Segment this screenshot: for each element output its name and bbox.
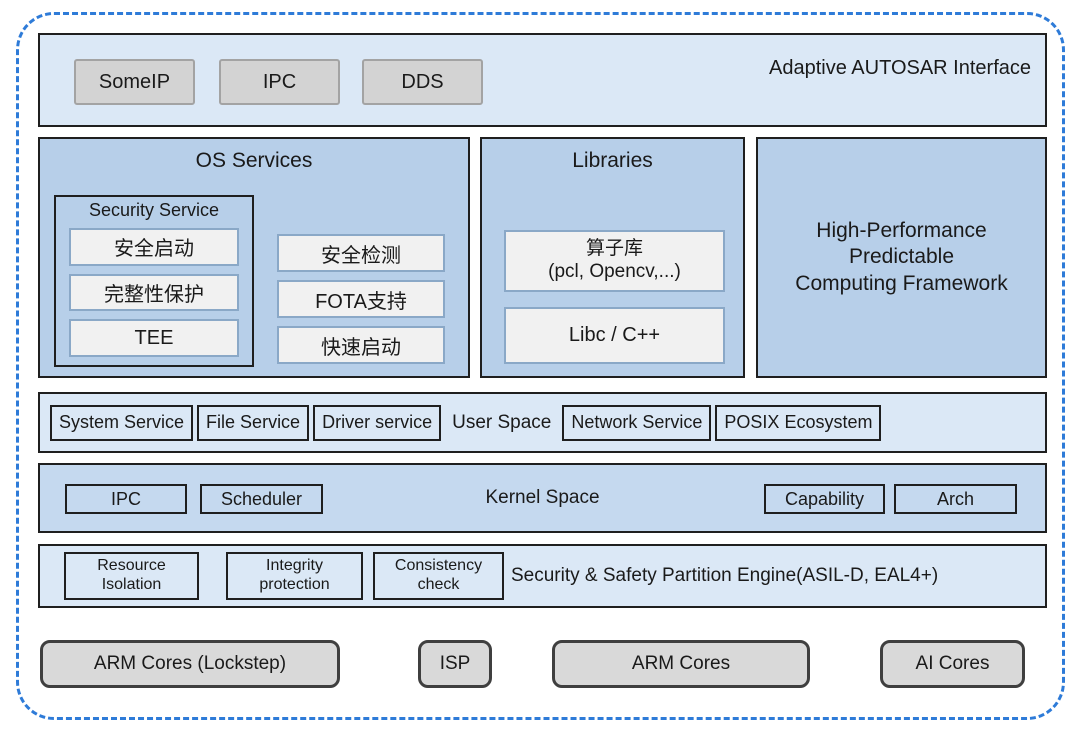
integrity-protection-line1: Integrity (266, 557, 323, 575)
box-integrity-protection-cn: 完整性保护 (69, 273, 239, 312)
box-security-detection: 安全检测 (277, 234, 445, 272)
chip-ipc: IPC (219, 59, 340, 105)
box-posix-ecosystem: POSIX Ecosystem (715, 404, 882, 441)
box-consistency-check: Consistency check (373, 552, 504, 600)
box-network-service: Network Service (562, 404, 712, 441)
integrity-protection-line2: protection (259, 576, 330, 593)
box-file-service: File Service (197, 404, 310, 441)
box-secure-boot: 安全启动 (69, 228, 239, 266)
operator-library-line2: (pcl, Opencv,...) (548, 261, 681, 282)
box-scheduler: Scheduler (200, 484, 323, 514)
dashed-outer-frame (16, 12, 1065, 720)
consistency-check-line1: Consistency (394, 557, 483, 575)
kernel-space-label: Kernel Space (485, 487, 600, 508)
box-fast-boot: 快速启动 (277, 326, 445, 364)
box-resource-isolation: Resource Isolation (64, 552, 199, 600)
hpcf-line1: High-Performance (816, 219, 987, 243)
autosar-panel-title: Adaptive AUTOSAR Interface (769, 57, 1031, 79)
security-service-title: Security Service (88, 200, 220, 220)
hpcf-line3: Computing Framework (795, 271, 1008, 295)
chip-dds: DDS (362, 59, 483, 105)
box-ai-cores: AI Cores (880, 640, 1025, 688)
box-system-service: System Service (50, 404, 194, 441)
partition-engine-band: Resource Isolation Integrity protection … (38, 544, 1047, 608)
os-services-right-column: 安全检测 FOTA支持 快速启动 (277, 234, 445, 364)
user-space-band: System Service File Service Driver servi… (38, 392, 1047, 453)
box-arm-cores-lockstep: ARM Cores (Lockstep) (40, 640, 340, 688)
hpcf-line2: Predictable (848, 245, 955, 269)
box-operator-library: 算子库 (pcl, Opencv,...) (504, 230, 725, 292)
box-capability: Capability (764, 484, 885, 514)
box-arm-cores: ARM Cores (552, 640, 810, 688)
libraries-title: Libraries (572, 149, 653, 172)
user-space-label: User Space (452, 411, 552, 433)
box-driver-service: Driver service (313, 404, 442, 441)
resource-isolation-line2: Isolation (101, 576, 162, 593)
os-services-panel: OS Services Security Service 安全启动 完整性保护 … (38, 137, 470, 378)
hpcf-title: High-Performance Predictable Computing F… (795, 218, 1007, 297)
libraries-panel: Libraries 算子库 (pcl, Opencv,...) Libc / C… (480, 137, 745, 378)
box-kernel-ipc: IPC (65, 484, 187, 514)
box-arch: Arch (894, 484, 1017, 514)
box-libc-cpp: Libc / C++ (504, 307, 725, 364)
kernel-space-band: Kernel Space IPC Scheduler Capability Ar… (38, 463, 1047, 533)
box-isp: ISP (418, 640, 492, 688)
partition-engine-label: Security & Safety Partition Engine(ASIL-… (511, 565, 939, 586)
operator-library-line1: 算子库 (585, 238, 643, 260)
box-tee: TEE (69, 319, 239, 358)
hpcf-panel: High-Performance Predictable Computing F… (756, 137, 1047, 378)
box-integrity-protection: Integrity protection (226, 552, 363, 600)
box-fota-support: FOTA支持 (277, 280, 445, 318)
chip-someip: SomeIP (74, 59, 195, 105)
resource-isolation-line1: Resource (97, 557, 166, 575)
consistency-check-line2: check (417, 576, 460, 593)
security-service-box: Security Service 安全启动 完整性保护 TEE (54, 195, 254, 367)
autosar-interface-panel: SomeIP IPC DDS Adaptive AUTOSAR Interfac… (38, 33, 1047, 127)
os-services-title: OS Services (195, 149, 313, 172)
